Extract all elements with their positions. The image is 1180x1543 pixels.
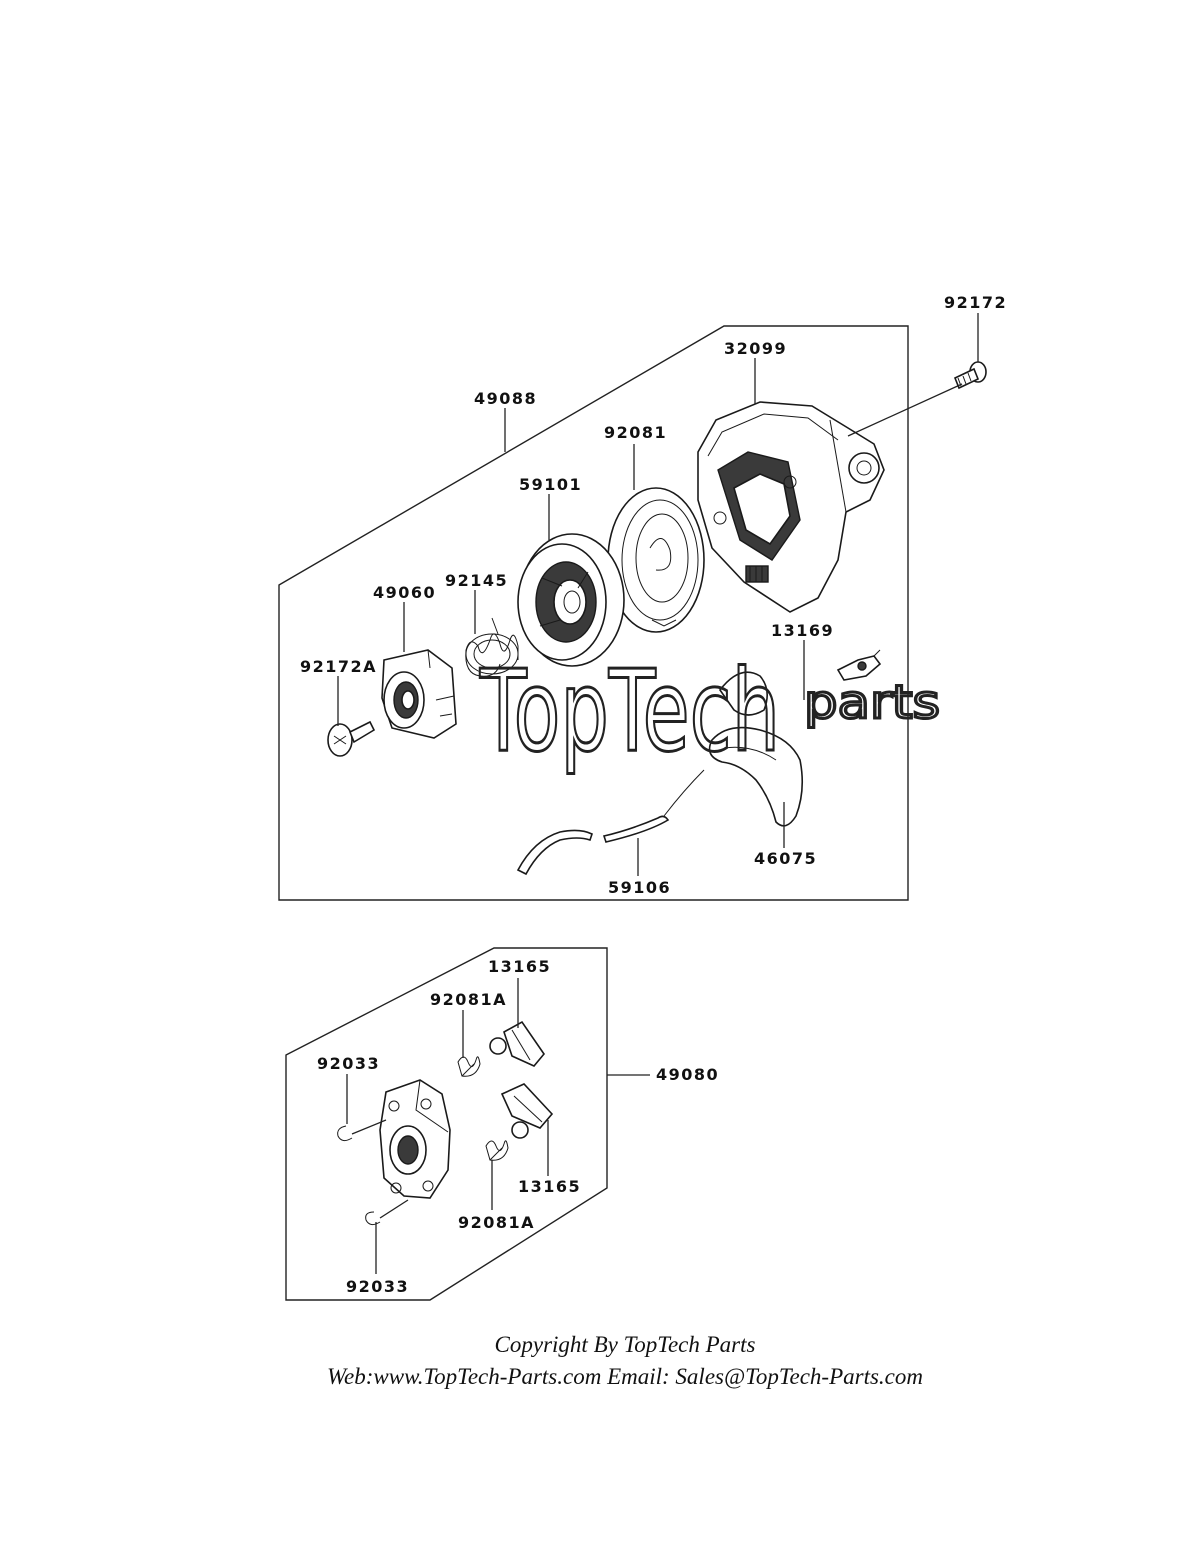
screw-92172-drawing <box>953 361 987 390</box>
label-92081A-lower: 92081A <box>458 1213 535 1232</box>
pulley-59101-drawing <box>517 533 625 667</box>
part-13169-drawing <box>836 649 882 681</box>
label-92033-lower: 92033 <box>346 1277 409 1296</box>
label-49060: 49060 <box>373 583 436 602</box>
footer-contact: Web:www.TopTech-Parts.com Email: Sales@T… <box>327 1364 923 1389</box>
leader-lines <box>337 313 979 1274</box>
watermark-brand: TopTech <box>479 647 780 777</box>
label-32099: 32099 <box>724 339 787 358</box>
label-92172: 92172 <box>944 293 1007 312</box>
label-92145: 92145 <box>445 571 508 590</box>
rope-59106-drawing <box>516 769 705 876</box>
label-13165-lower: 13165 <box>518 1177 581 1196</box>
watermark-suffix: parts <box>804 675 940 729</box>
drum-49060-drawing <box>381 649 457 739</box>
label-13165-upper: 13165 <box>488 957 551 976</box>
handle-46075-drawing <box>708 671 804 827</box>
label-46075: 46075 <box>754 849 817 868</box>
label-92081: 92081 <box>604 423 667 442</box>
toptech-watermark-logo: TopTech parts <box>478 646 942 779</box>
label-59106: 59106 <box>608 878 671 897</box>
pawl-13165-upper-drawing <box>489 1020 546 1067</box>
upper-assembly-frame <box>278 325 909 901</box>
label-13169: 13169 <box>771 621 834 640</box>
label-92172A: 92172A <box>300 657 377 676</box>
label-59101: 59101 <box>519 475 582 494</box>
label-92033-upper: 92033 <box>317 1054 380 1073</box>
pawl-13165-lower-drawing <box>500 1083 554 1139</box>
clip-92033-upper-drawing <box>337 1125 353 1142</box>
label-49088: 49088 <box>474 389 537 408</box>
spring-92145-drawing <box>465 617 519 677</box>
spring-92081-drawing <box>607 487 705 633</box>
housing-32099-drawing <box>697 401 885 613</box>
label-92081A-upper: 92081A <box>430 990 507 1009</box>
footer-copyright: Copyright By TopTech Parts <box>494 1332 756 1357</box>
label-49080: 49080 <box>656 1065 719 1084</box>
clip-92033-lower-drawing <box>365 1211 381 1226</box>
spring-92081A-lower-drawing <box>485 1140 509 1161</box>
screw-92172A-drawing <box>327 720 376 757</box>
spring-92081A-upper-drawing <box>457 1056 481 1077</box>
lower-assembly-frame <box>285 947 608 1301</box>
hub-49080-drawing <box>379 1079 451 1199</box>
